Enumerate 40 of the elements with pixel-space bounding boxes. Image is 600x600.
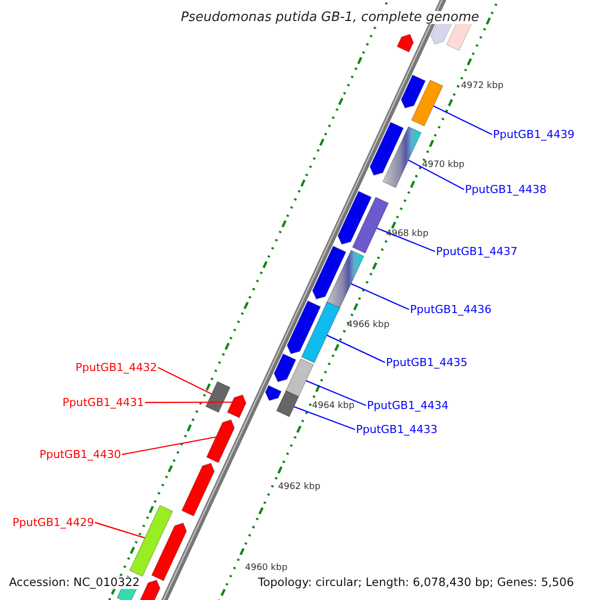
scale-label: 4962 kbp [278, 483, 320, 492]
gene-label: PputGB1_4436 [410, 304, 492, 315]
leader-line [294, 406, 356, 430]
gene-label: PputGB1_4439 [493, 129, 574, 140]
gene-label: PputGB1_4437 [436, 246, 518, 257]
leader-line [376, 228, 436, 252]
accession-text: Accession: NC_010322 [9, 577, 140, 588]
scale-label: 4964 kbp [312, 402, 354, 411]
gene-feature [226, 394, 246, 418]
gene-feature [205, 380, 231, 413]
leader-line [145, 402, 232, 404]
leader-line [94, 522, 145, 538]
gene-label: PputGB1_4433 [356, 424, 438, 435]
gene-label: PputGB1_4435 [386, 357, 468, 368]
gene-feature [276, 390, 300, 418]
leader-line [122, 436, 216, 456]
scale-label: 4972 kbp [461, 82, 504, 91]
genome-info-text: Topology: circular; Length: 6,078,430 bp; Genes: 5,506 [258, 577, 574, 588]
gene-feature [382, 126, 422, 188]
gene-feature [410, 80, 444, 127]
leader-line [350, 283, 410, 310]
gene-label: PputGB1_4434 [367, 400, 448, 411]
gene-label: PputGB1_4438 [465, 184, 546, 195]
gene-label: PputGB1_4432 [76, 362, 157, 373]
gene-feature [285, 358, 314, 398]
leader-line [306, 380, 366, 406]
title: Pseudomonas putida GB-1, complete genome [178, 11, 482, 24]
gene-feature [206, 419, 235, 464]
leader-line [158, 366, 212, 395]
scale-label: 4966 kbp [347, 321, 390, 330]
gene-label: PputGB1_4431 [62, 397, 144, 408]
gene-feature [301, 301, 340, 364]
gene-feature [129, 504, 174, 577]
gene-label: PputGB1_4430 [40, 449, 121, 460]
scale-label: 4960 kbp [245, 564, 288, 573]
gene-label: PputGB1_4429 [12, 517, 94, 528]
leader-line [408, 160, 464, 190]
leader-line [433, 105, 492, 136]
leader-line [326, 334, 386, 364]
scale-label: 4970 kbp [422, 161, 464, 170]
